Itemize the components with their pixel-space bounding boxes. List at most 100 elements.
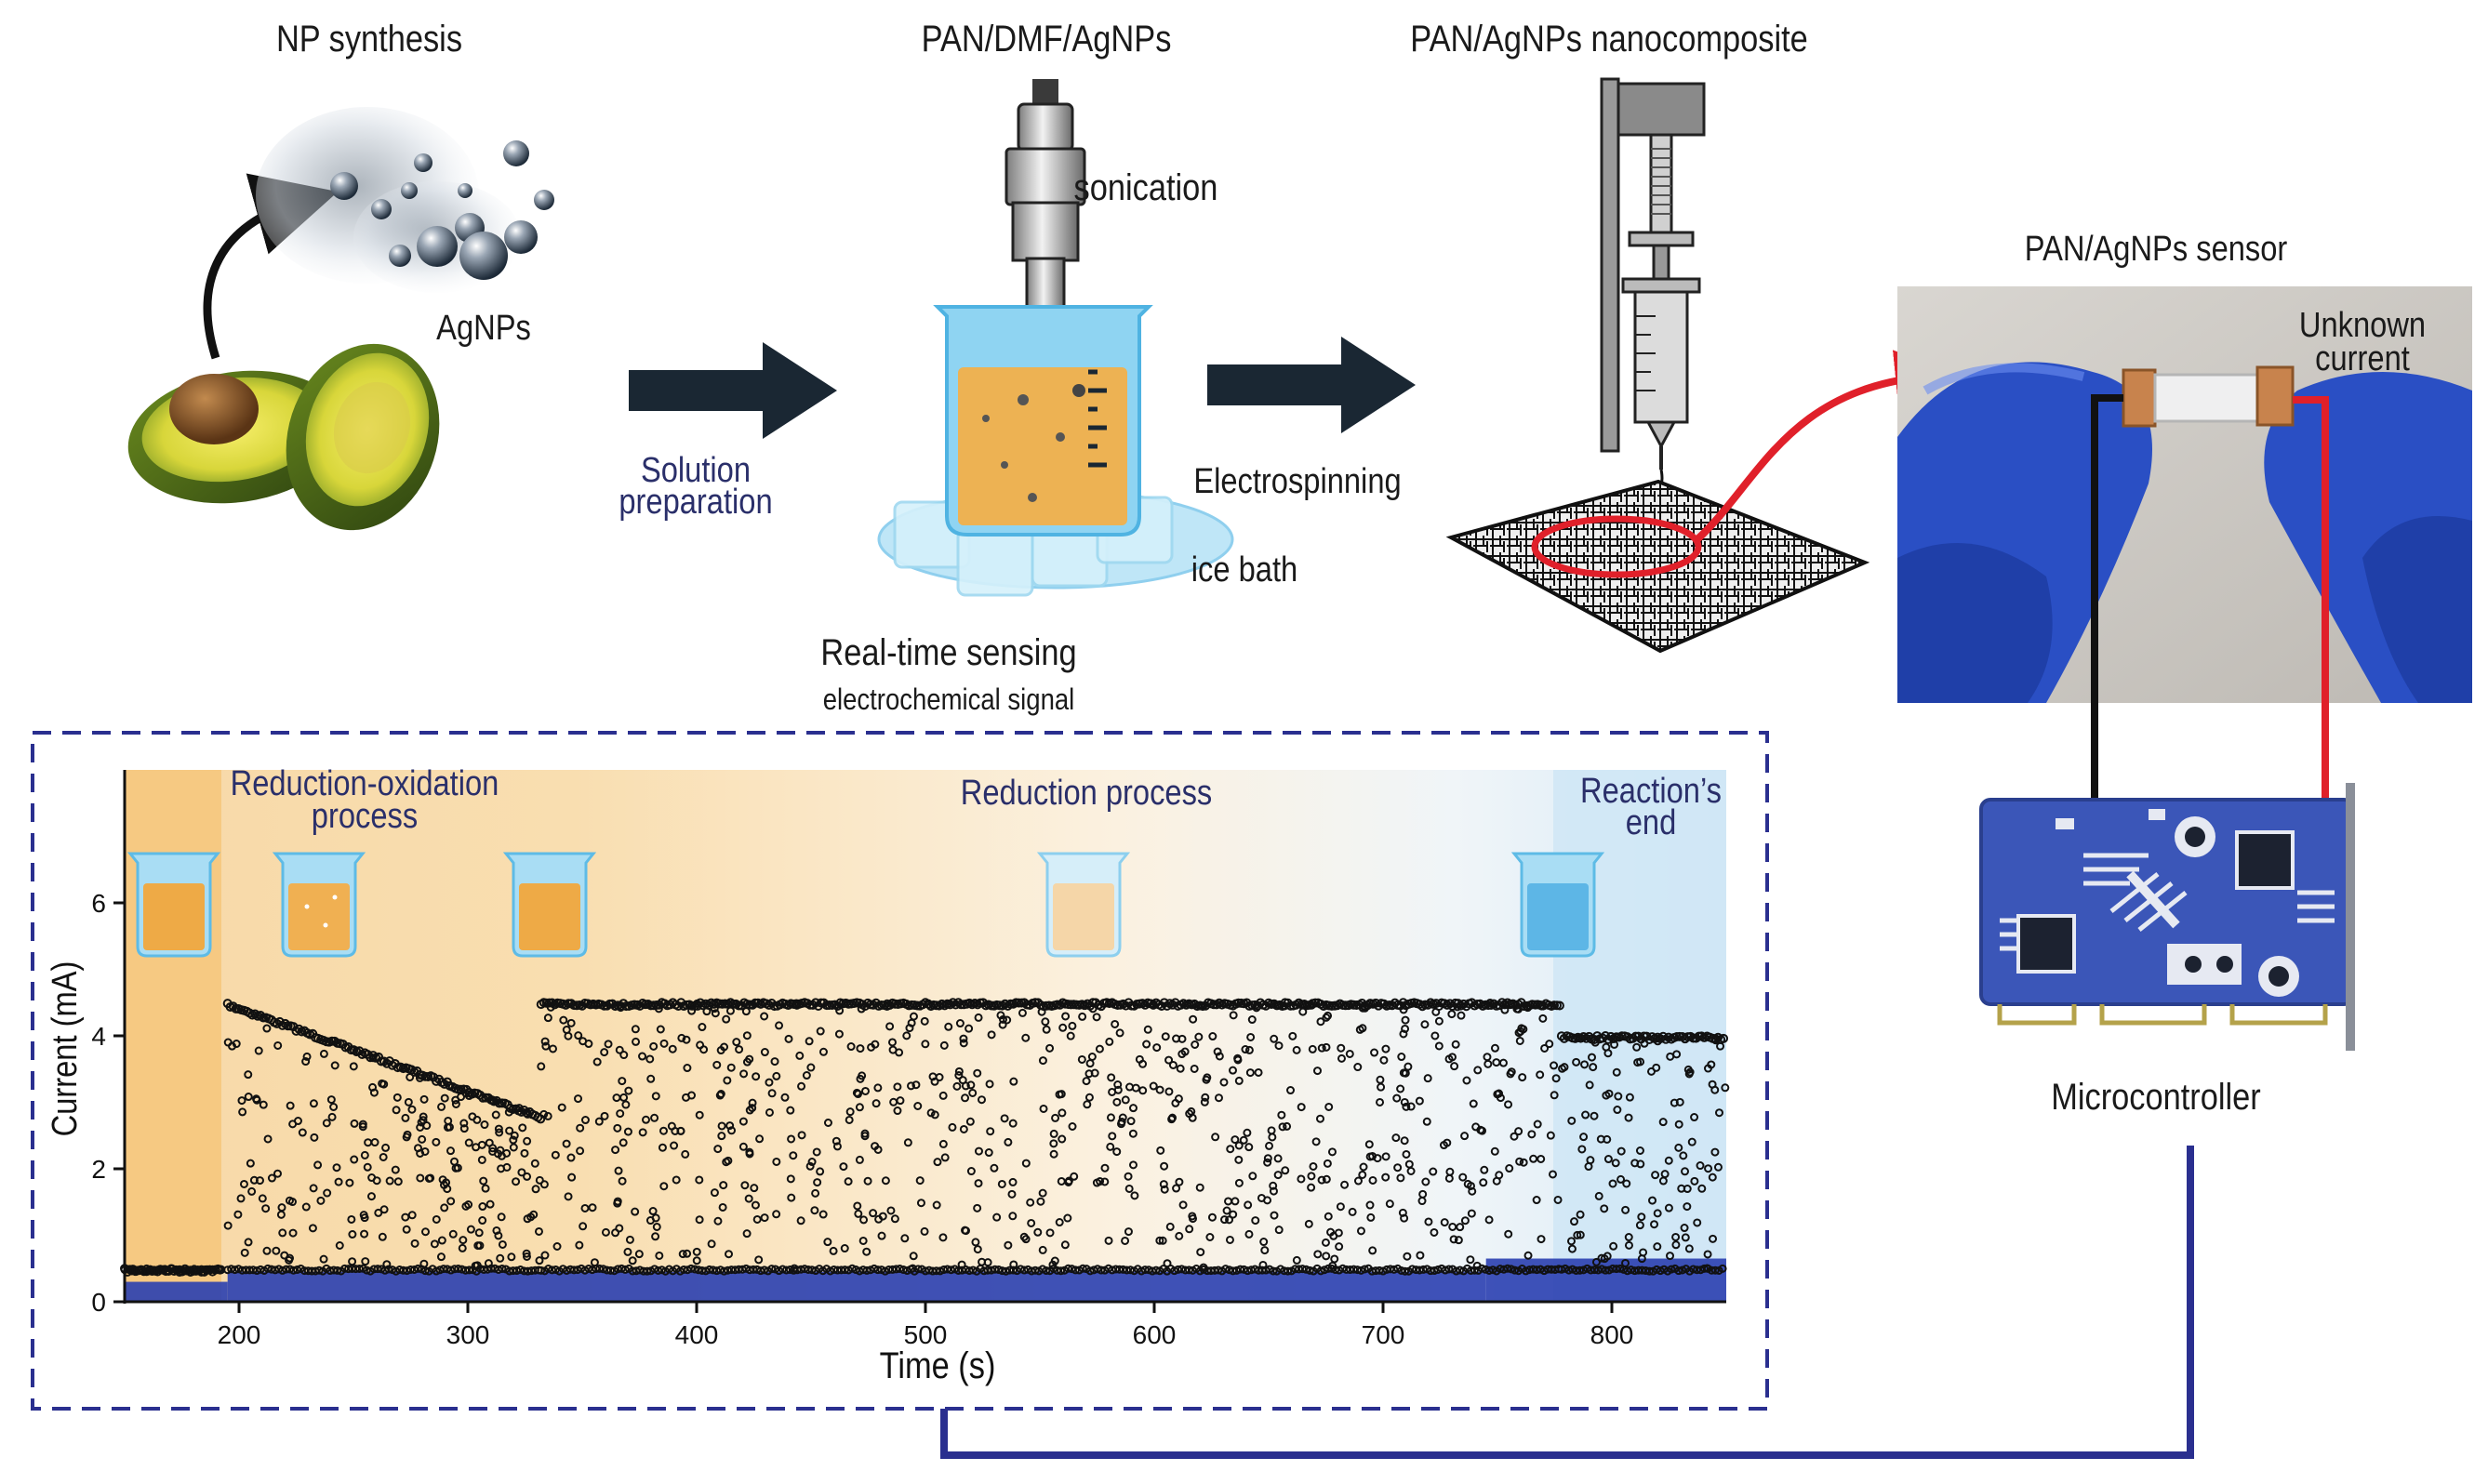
data-point xyxy=(546,1002,555,1012)
data-point xyxy=(713,1216,723,1226)
data-point xyxy=(420,1146,430,1156)
data-point xyxy=(1124,1184,1134,1193)
data-point xyxy=(933,1158,942,1167)
data-point xyxy=(1322,1252,1331,1261)
data-point xyxy=(698,1023,707,1032)
data-point xyxy=(404,1097,413,1106)
data-point xyxy=(1651,1171,1660,1180)
data-point xyxy=(1311,1137,1321,1146)
data-point xyxy=(1121,1236,1130,1245)
data-point xyxy=(1234,1076,1244,1085)
beaker-icon-4 xyxy=(1036,852,1131,958)
data-point xyxy=(1490,1146,1499,1156)
y-tick-label: 2 xyxy=(91,1155,106,1184)
data-point xyxy=(520,1148,529,1158)
data-point xyxy=(523,1109,532,1119)
data-point xyxy=(496,1253,505,1263)
data-point xyxy=(909,1012,918,1021)
data-point xyxy=(1009,1077,1018,1086)
data-point xyxy=(883,999,892,1008)
data-point xyxy=(1246,1032,1256,1041)
data-point xyxy=(1533,1120,1542,1129)
data-point xyxy=(966,1080,976,1090)
unknown-current-line1: Unknown xyxy=(2299,305,2426,345)
data-point xyxy=(1503,1264,1512,1273)
data-point xyxy=(860,1086,870,1095)
data-point xyxy=(1229,1210,1238,1219)
data-point xyxy=(1170,1266,1179,1276)
data-point xyxy=(1009,1260,1018,1269)
data-point xyxy=(1208,1032,1217,1041)
data-point xyxy=(1614,1092,1623,1101)
data-point xyxy=(1402,1149,1411,1159)
data-point xyxy=(1168,1060,1177,1069)
data-point xyxy=(1597,1253,1606,1263)
data-point xyxy=(372,1176,381,1186)
data-point xyxy=(1418,1265,1428,1274)
data-point xyxy=(760,1213,769,1223)
data-point xyxy=(333,1265,342,1275)
data-point xyxy=(1670,1098,1679,1107)
data-point xyxy=(444,1116,453,1125)
data-point xyxy=(326,1095,336,1105)
data-point xyxy=(1135,1054,1144,1064)
data-point xyxy=(475,1241,485,1251)
flow-arrow-1 xyxy=(629,342,837,439)
data-point xyxy=(749,1265,758,1274)
data-point xyxy=(1201,1093,1210,1102)
data-point xyxy=(480,1120,489,1130)
data-point xyxy=(1004,1240,1013,1250)
data-point xyxy=(893,1082,902,1092)
data-point xyxy=(952,1081,962,1091)
data-point xyxy=(974,1146,983,1156)
data-point xyxy=(348,1230,357,1239)
data-point xyxy=(1152,1043,1162,1053)
data-point xyxy=(760,1265,769,1275)
data-point xyxy=(902,1031,911,1040)
data-point xyxy=(1624,1233,1633,1242)
data-point xyxy=(1710,1147,1720,1157)
data-point xyxy=(616,1109,625,1119)
data-point xyxy=(1545,1040,1554,1049)
data-point xyxy=(1611,1159,1620,1168)
data-point xyxy=(687,1006,697,1015)
data-point xyxy=(998,1020,1007,1029)
data-point xyxy=(1397,1053,1406,1062)
sonicator-probe xyxy=(1005,79,1086,311)
data-point xyxy=(895,1265,904,1274)
data-point xyxy=(835,1006,845,1015)
data-point xyxy=(1284,1266,1293,1276)
data-point xyxy=(1359,1162,1368,1172)
data-point xyxy=(855,1155,864,1164)
x-axis-label: Time (s) xyxy=(880,1345,996,1386)
data-point xyxy=(614,1166,623,1175)
data-point xyxy=(308,1224,317,1233)
data-point xyxy=(1660,1170,1670,1179)
data-point xyxy=(1112,1147,1122,1157)
data-point xyxy=(334,1177,343,1186)
data-point xyxy=(1368,1175,1377,1185)
data-point xyxy=(683,1064,692,1073)
data-point xyxy=(1057,1266,1066,1276)
data-point xyxy=(502,1162,512,1172)
data-point xyxy=(725,1006,735,1015)
data-point xyxy=(1008,1177,1018,1186)
data-point xyxy=(471,1261,480,1270)
x-tick-label: 400 xyxy=(675,1320,719,1349)
data-point xyxy=(579,1222,588,1231)
data-point xyxy=(744,1194,753,1203)
avocado-illustration xyxy=(127,343,440,531)
data-point xyxy=(1576,1230,1585,1239)
data-point xyxy=(717,1132,726,1141)
data-point xyxy=(522,1252,531,1261)
data-point xyxy=(1439,1141,1448,1150)
data-point xyxy=(829,1246,838,1255)
data-point xyxy=(1286,1086,1296,1095)
data-point xyxy=(1243,1266,1252,1276)
data-point xyxy=(1070,1172,1079,1181)
microcontroller-label: Microcontroller xyxy=(2051,1076,2261,1118)
data-point xyxy=(1231,1197,1240,1206)
data-point xyxy=(592,1057,602,1067)
data-point xyxy=(402,1133,411,1142)
data-point xyxy=(631,1207,640,1216)
